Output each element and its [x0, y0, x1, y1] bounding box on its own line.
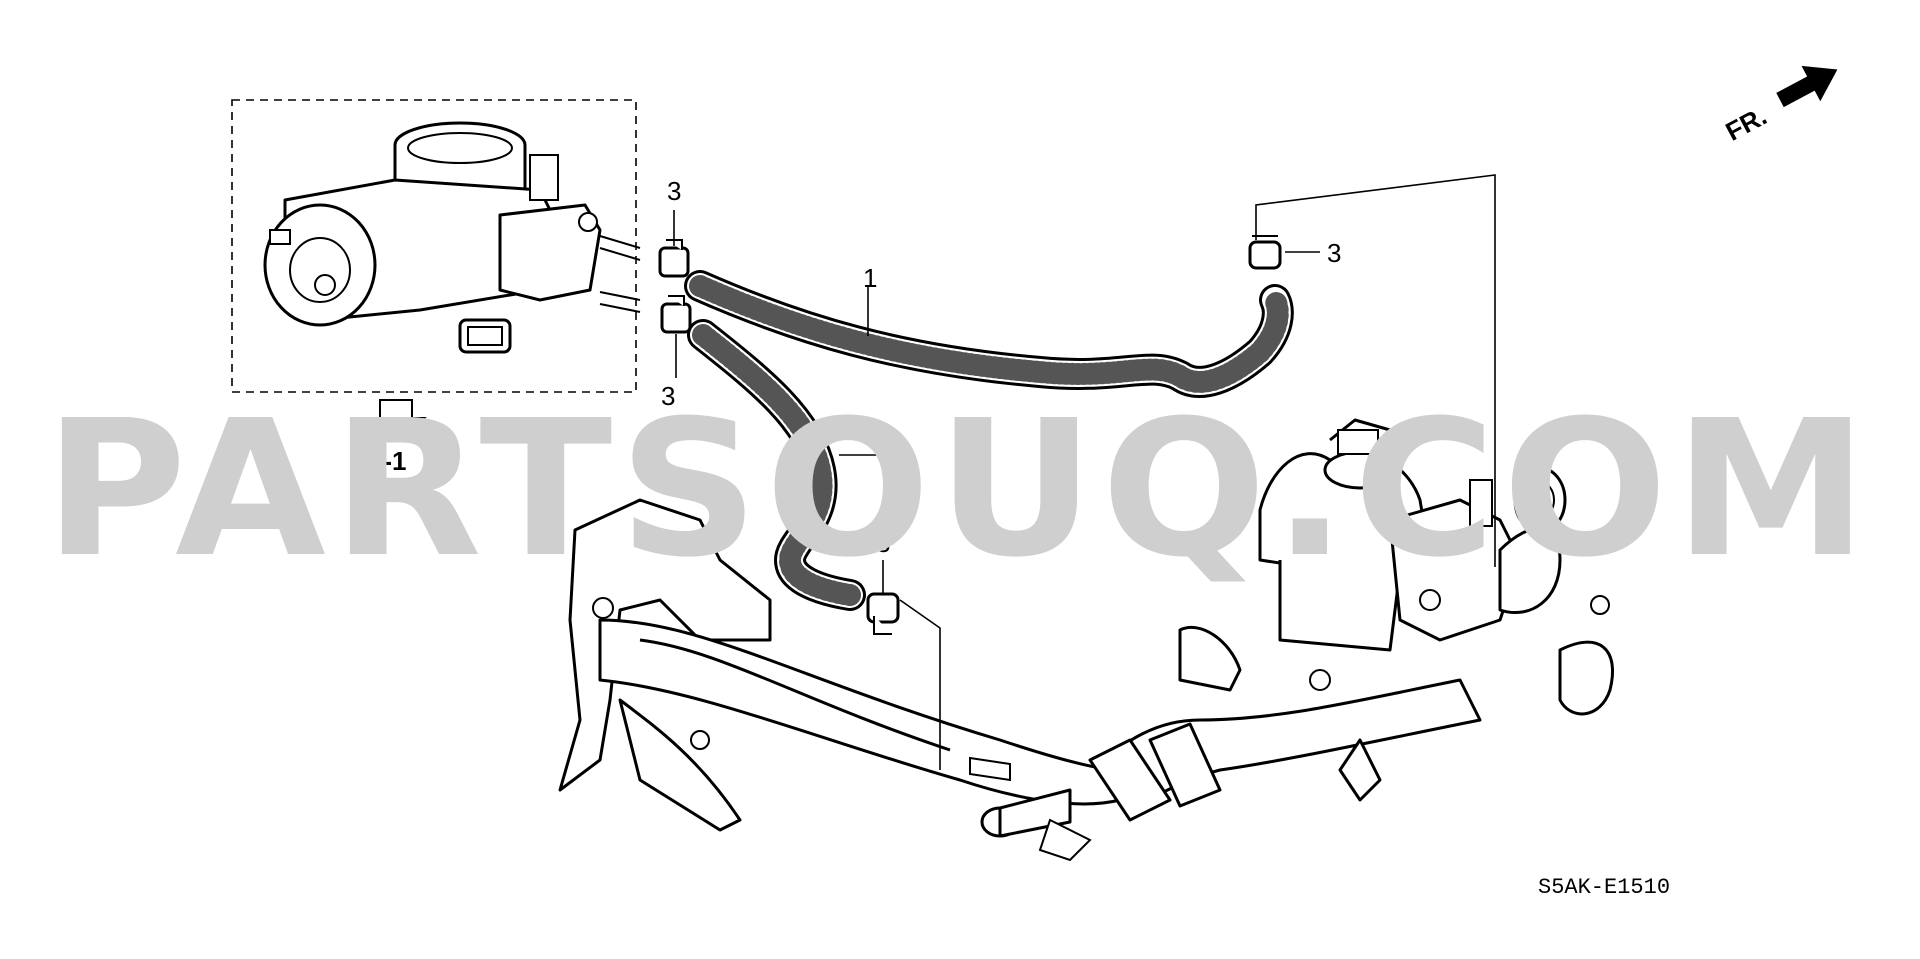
callout-3b[interactable]: 3 [661, 381, 675, 411]
clamp-upper-right[interactable] [1248, 235, 1282, 270]
watermark: PARTSOUQ.COM [44, 380, 1874, 599]
front-arrow-icon [1776, 65, 1838, 108]
callout-2[interactable]: 2 [882, 442, 896, 472]
clamp-middle[interactable] [866, 592, 900, 635]
hose-1[interactable] [684, 270, 1294, 398]
down-arrow-icon [365, 399, 427, 442]
leader-lines [673, 174, 1496, 770]
radiator-hose [1088, 678, 1482, 822]
diagram-code: S5AK-E1510 [1538, 875, 1670, 900]
callout-3a[interactable]: 3 [667, 176, 681, 206]
throttle-bolts [599, 235, 641, 313]
clamp-lower-left[interactable] [660, 295, 692, 334]
reference-label[interactable]: E-1 [366, 446, 406, 476]
callout-3c[interactable]: 3 [876, 528, 890, 558]
throttle-body[interactable] [263, 121, 602, 354]
water-passage [558, 498, 1122, 862]
front-direction-indicator: FR. [1721, 65, 1838, 147]
callout-1[interactable]: 1 [863, 263, 877, 293]
front-label: FR. [1721, 101, 1772, 147]
callout-3d[interactable]: 3 [1327, 238, 1341, 268]
hose-2[interactable] [687, 319, 866, 611]
egr-valve [1178, 418, 1615, 802]
